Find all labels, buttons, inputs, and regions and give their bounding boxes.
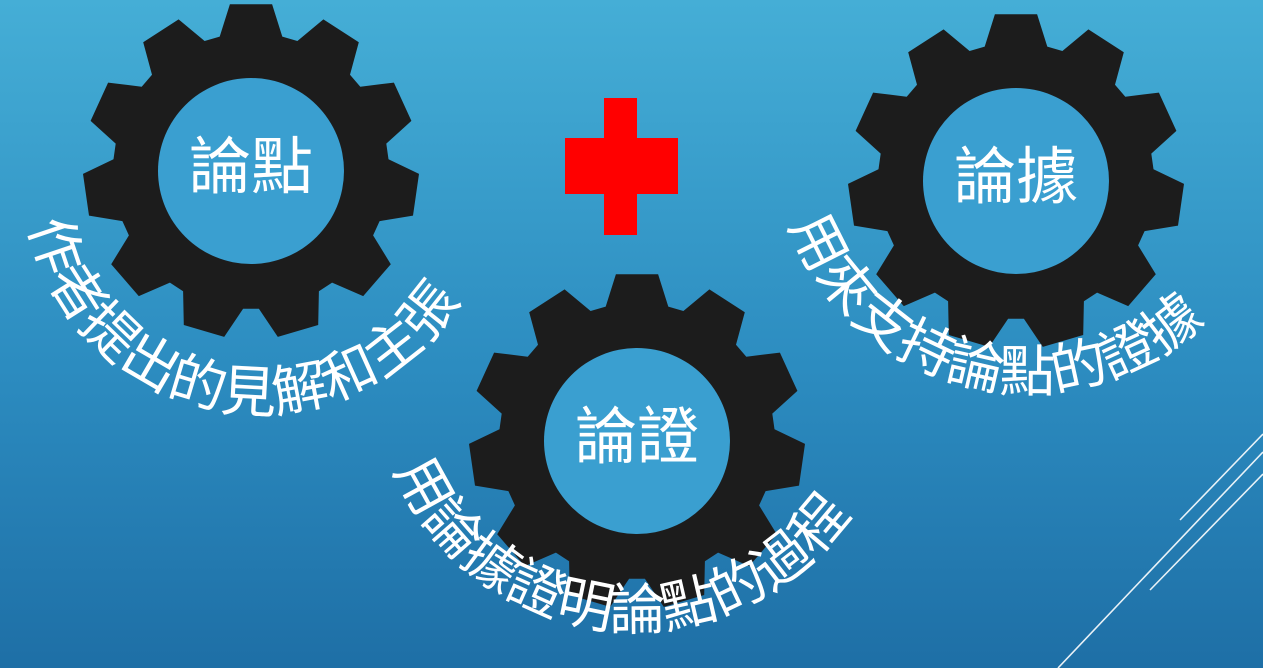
gear-lunju: 論據 <box>848 14 1184 347</box>
gear-lunzheng: 論證 <box>469 274 805 607</box>
decorative-line <box>1149 473 1263 591</box>
gear-center <box>544 348 730 534</box>
plus-horizontal-bar <box>565 138 678 194</box>
plus-icon <box>565 98 678 235</box>
gear-lundian: 論點 <box>83 4 419 337</box>
gear-title: 論證 <box>575 400 699 473</box>
gear-center <box>158 78 344 264</box>
gear-title: 論點 <box>189 130 313 203</box>
decorative-lines <box>1057 433 1263 668</box>
decorative-line <box>1057 451 1263 668</box>
gear-center <box>923 88 1109 274</box>
gear-title: 論據 <box>954 140 1078 213</box>
decorative-line <box>1179 433 1263 521</box>
